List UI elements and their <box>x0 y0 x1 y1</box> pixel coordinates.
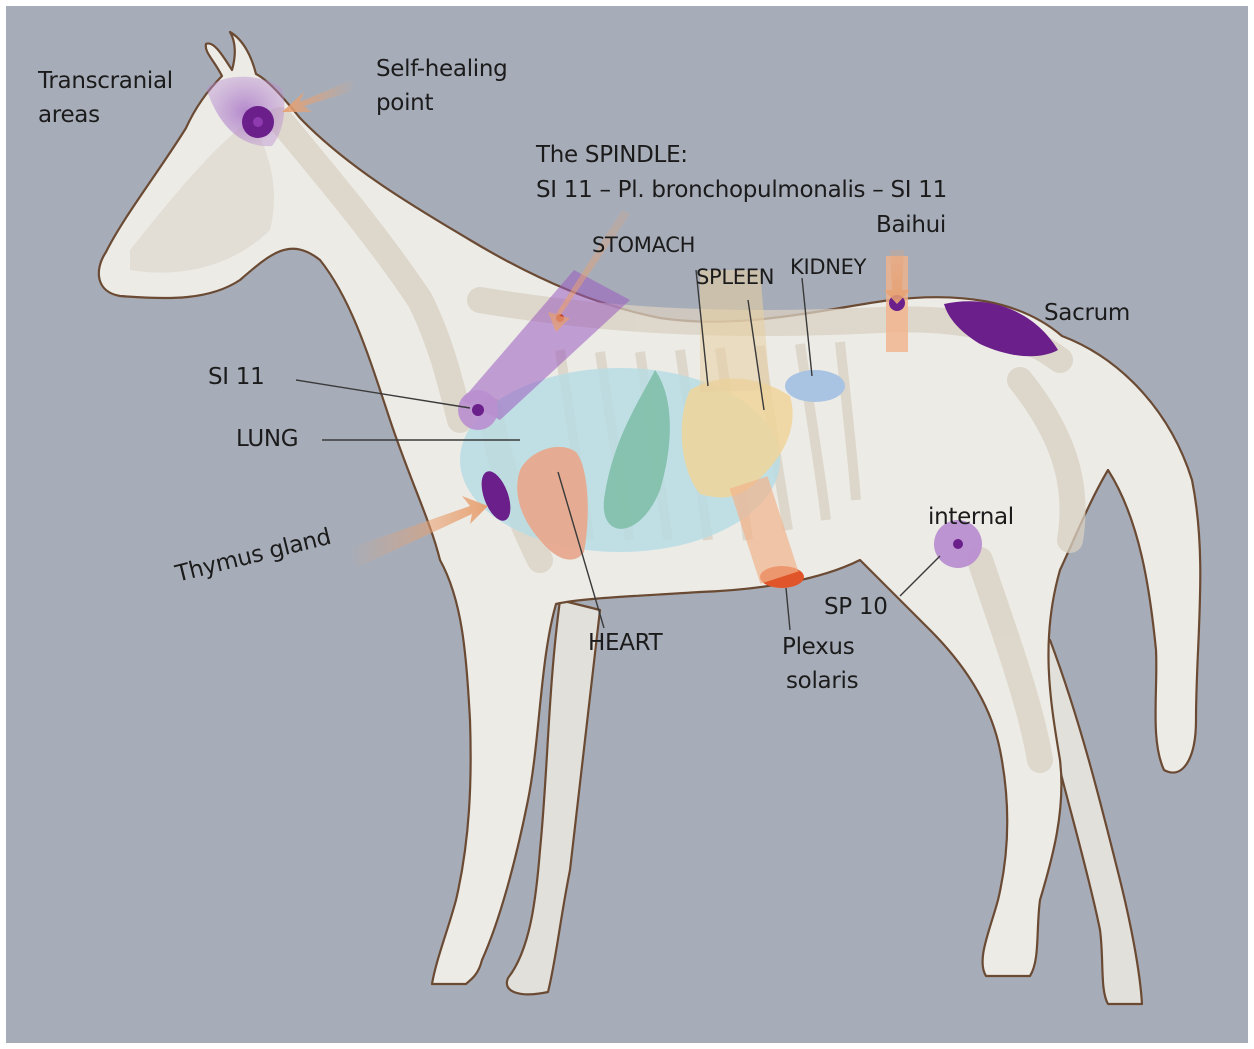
si11-point <box>472 404 484 416</box>
lung-label: LUNG <box>236 424 298 454</box>
heart-label: HEART <box>588 628 662 658</box>
spindle-label-line2: SI 11 – Pl. bronchopulmonalis – SI 11 <box>536 175 947 205</box>
baihui-label: Baihui <box>876 210 946 240</box>
spindle-label: The SPINDLE: <box>536 140 688 170</box>
internal-point <box>953 539 963 549</box>
sacrum-label: Sacrum <box>1044 298 1130 328</box>
si11-label: SI 11 <box>208 362 264 392</box>
kidney-label: KIDNEY <box>790 252 866 282</box>
sp10-label: SP 10 <box>824 592 888 622</box>
internal-label: internal <box>928 502 1014 532</box>
stomach-label: STOMACH <box>592 230 695 260</box>
transcranial-label: Transcranial <box>38 66 173 96</box>
self-healing-label: Self-healing <box>376 54 507 84</box>
plexus-label-line2: solaris <box>786 666 858 696</box>
spleen-label: SPLEEN <box>696 262 774 292</box>
transcranial-label-line2: areas <box>38 100 100 130</box>
kidney-organ <box>785 370 845 402</box>
plexus-label: Plexus <box>782 632 854 662</box>
self-healing-label-line2: point <box>376 88 433 118</box>
